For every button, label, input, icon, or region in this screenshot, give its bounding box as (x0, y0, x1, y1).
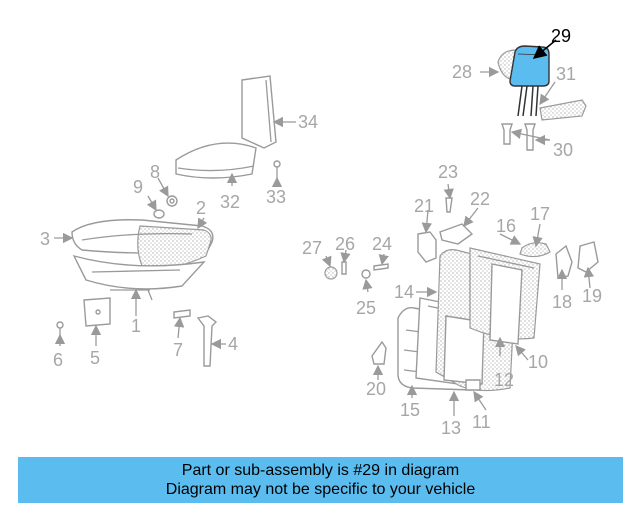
part-4-lever[interactable] (196, 315, 218, 367)
callout-16[interactable]: 16 (496, 216, 516, 236)
callout-7[interactable]: 7 (173, 340, 183, 360)
part-21-release-handle[interactable] (417, 231, 437, 263)
callout-14[interactable]: 14 (394, 282, 414, 302)
callout-17[interactable]: 17 (530, 204, 550, 224)
callout-12[interactable]: 12 (494, 370, 514, 390)
part-11-hinge[interactable] (465, 379, 481, 391)
callout-23[interactable]: 23 (438, 162, 458, 182)
part-5-cover[interactable] (83, 297, 111, 327)
callout-28[interactable]: 28 (452, 62, 472, 82)
callout-29[interactable]: 29 (551, 26, 571, 46)
part-6-screw[interactable] (56, 321, 64, 335)
part-19-latch-cover[interactable] (577, 241, 599, 273)
leader-lines (54, 39, 595, 416)
part-20-bracket[interactable] (371, 340, 387, 365)
part-32-armrest-cushion[interactable] (175, 142, 257, 179)
callout-3[interactable]: 3 (40, 229, 50, 249)
callout-9[interactable]: 9 (133, 177, 143, 197)
part-33-clip[interactable] (273, 160, 281, 178)
callout-25[interactable]: 25 (356, 298, 376, 318)
banner-disclaimer-line: Diagram may not be specific to your vehi… (165, 481, 476, 498)
part-34-seatback-panel[interactable] (241, 75, 277, 149)
part-7-bolt[interactable] (173, 309, 191, 319)
part-25-nut[interactable] (361, 269, 371, 279)
callout-33[interactable]: 33 (266, 187, 286, 207)
callout-26[interactable]: 26 (335, 234, 355, 254)
info-banner: Part or sub-assembly is #29 in diagram D… (18, 457, 623, 503)
callout-8[interactable]: 8 (150, 162, 160, 182)
part-26-clip[interactable] (341, 261, 347, 275)
part-9-washer[interactable] (153, 209, 165, 219)
callout-30[interactable]: 30 (553, 140, 573, 160)
callout-22[interactable]: 22 (470, 189, 490, 209)
part-22-trim[interactable] (439, 223, 474, 245)
part-29-headrest[interactable] (509, 45, 550, 117)
callout-20[interactable]: 20 (366, 379, 386, 399)
callout-31[interactable]: 31 (556, 64, 576, 84)
callout-19[interactable]: 19 (582, 286, 602, 306)
part-27-knob[interactable] (324, 266, 338, 280)
callout-11[interactable]: 11 (472, 412, 491, 432)
part-10-frame-right[interactable] (489, 263, 523, 345)
callout-13[interactable]: 13 (441, 418, 461, 438)
callout-10[interactable]: 10 (528, 352, 548, 372)
callout-34[interactable]: 34 (298, 112, 318, 132)
callout-4[interactable]: 4 (228, 334, 238, 354)
callout-15[interactable]: 15 (400, 400, 420, 420)
part-2-seat-cushion[interactable] (71, 219, 214, 271)
part-24-bolt[interactable] (373, 263, 389, 271)
callout-32[interactable]: 32 (220, 192, 240, 212)
part-30-headrest-guides[interactable] (501, 123, 536, 151)
callout-5[interactable]: 5 (90, 348, 100, 368)
part-18-latch[interactable] (555, 244, 573, 279)
callout-6[interactable]: 6 (53, 350, 63, 370)
callout-27[interactable]: 27 (302, 238, 322, 258)
callout-1[interactable]: 1 (131, 316, 141, 336)
callout-21[interactable]: 21 (414, 196, 434, 216)
callout-2[interactable]: 2 (196, 198, 206, 218)
part-8-grommet[interactable] (166, 195, 178, 207)
callout-24[interactable]: 24 (372, 234, 392, 254)
part-17-bracket[interactable] (519, 242, 551, 258)
banner-part-line: Part or sub-assembly is #29 in diagram (181, 462, 460, 479)
part-31-headrest-bracket[interactable] (539, 99, 587, 121)
callout-18[interactable]: 18 (552, 292, 572, 312)
part-1-seat-frame[interactable] (72, 254, 206, 301)
callout-labels: 29 28 31 30 34 32 33 8 9 2 3 1 5 6 7 4 2… (40, 26, 602, 438)
part-23-pin[interactable] (445, 197, 453, 213)
